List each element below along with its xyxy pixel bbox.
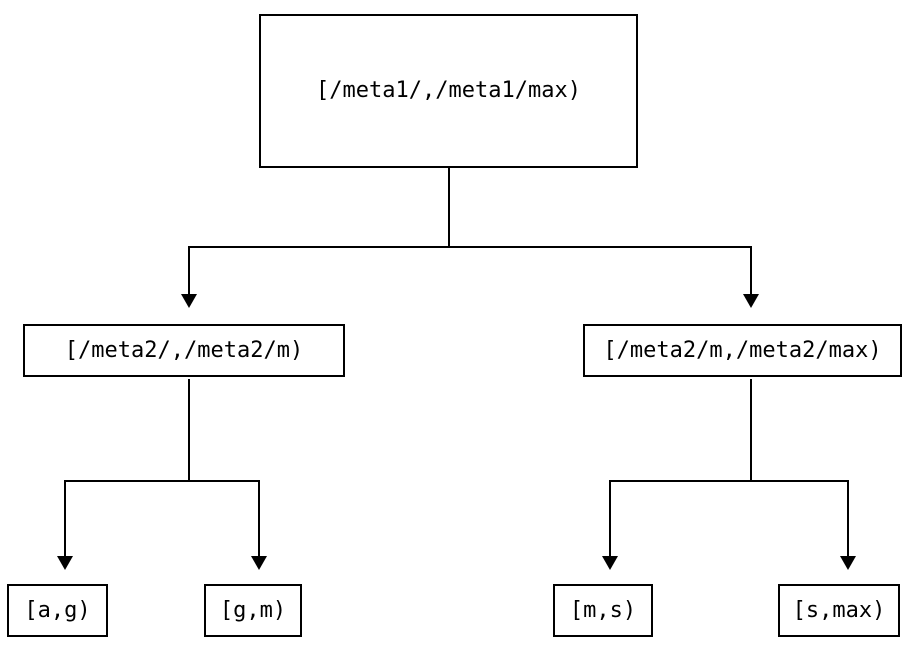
tree-leaf-gm-label: [g,m) xyxy=(219,597,287,623)
tree-leaf-smax-label: [s,max) xyxy=(792,597,886,623)
arrowhead-down-icon xyxy=(181,294,197,308)
arrowhead-down-icon xyxy=(602,556,618,570)
tree-node-root: [/meta1/,/meta1/max) xyxy=(259,14,638,168)
arrowhead-down-icon xyxy=(840,556,856,570)
tree-leaf-ms: [m,s) xyxy=(553,584,653,637)
tree-node-meta2-lower-label: [/meta2/,/meta2/m) xyxy=(64,337,304,363)
tree-leaf-gm: [g,m) xyxy=(204,584,302,637)
tree-leaf-ag: [a,g) xyxy=(7,584,108,637)
arrowhead-down-icon xyxy=(251,556,267,570)
tree-node-meta2-upper-label: [/meta2/m,/meta2/max) xyxy=(603,337,882,363)
tree-node-meta2-upper: [/meta2/m,/meta2/max) xyxy=(583,324,902,377)
tree-leaf-ms-label: [m,s) xyxy=(569,597,637,623)
arrowhead-down-icon xyxy=(743,294,759,308)
tree-leaf-smax: [s,max) xyxy=(778,584,900,637)
arrowhead-down-icon xyxy=(57,556,73,570)
tree-node-root-label: [/meta1/,/meta1/max) xyxy=(316,78,581,103)
tree-node-meta2-lower: [/meta2/,/meta2/m) xyxy=(23,324,345,377)
tree-leaf-ag-label: [a,g) xyxy=(24,597,91,623)
